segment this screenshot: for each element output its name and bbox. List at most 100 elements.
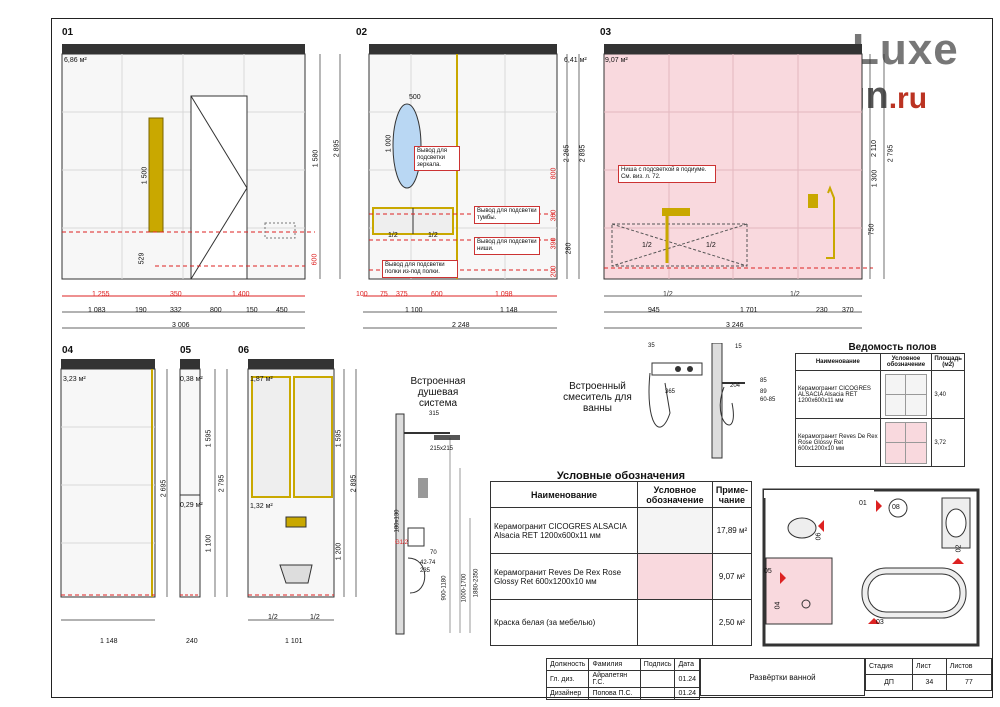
dim-06-v3: 1 200 xyxy=(335,542,343,561)
elevation-03 xyxy=(603,44,885,329)
legend-row-2-name: Керамогранит Reves De Rex Rose Glossy Re… xyxy=(489,553,639,600)
dim-02-red-3: 375 xyxy=(396,291,408,298)
dim-02-mid-2: 1 148 xyxy=(500,307,518,314)
dim-02-half-2: 1/2 xyxy=(428,232,438,239)
plan-label-01: 01 xyxy=(859,500,867,507)
dim-02-red-5: 1 098 xyxy=(495,291,513,298)
plan-label-03: 03 xyxy=(876,619,884,626)
view-label-02: 02 xyxy=(356,27,368,38)
stamp-val-sheets: 77 xyxy=(945,674,993,691)
shower-dim-10: 1880-2350 xyxy=(473,568,480,598)
stamp-title-cell: Развёртки ванной xyxy=(700,658,865,696)
view-label-01: 01 xyxy=(62,27,74,38)
dim-02-total: 2 248 xyxy=(452,322,470,329)
dim-02-v-280: 280 xyxy=(565,242,573,255)
dim-01-v-2: 529 xyxy=(138,252,146,265)
plan-label-05: 05 xyxy=(764,568,772,575)
dim-02-v-2265: 2 265 xyxy=(563,144,571,163)
shower-dim-8: 900-1180 xyxy=(441,575,448,601)
elevation-05 xyxy=(179,359,228,598)
shower-title: Встроенная душевая система xyxy=(410,376,466,409)
dim-03-red-2: 1/2 xyxy=(790,291,800,298)
plan-label-04: 04 xyxy=(774,601,782,610)
stamp-r2-sign xyxy=(639,687,676,700)
dim-02-mirror-h: 1 000 xyxy=(385,134,393,153)
stamp-r2-name: Попова П.С. xyxy=(588,687,641,700)
plan-label-02: 02 xyxy=(955,544,963,553)
legend-table: Наименование Условное обозначение Приме-… xyxy=(489,481,753,646)
mixer-dim-3: 15 xyxy=(735,344,742,350)
mixer-title: Встроенный смеситель для ванны xyxy=(563,381,632,414)
stamp-h-role: Должность xyxy=(545,658,590,671)
dim-02-mirror-w: 500 xyxy=(409,94,421,101)
shower-dim-315: 315 xyxy=(429,411,440,417)
area-03: 9,07 м² xyxy=(605,57,628,64)
view-label-03: 03 xyxy=(600,27,612,38)
shower-dim-4: G1/2 xyxy=(395,540,409,546)
dim-01-mid-4: 800 xyxy=(210,307,222,314)
stamp-r2-role: Дизайнер xyxy=(545,687,590,700)
dim-03-mid-1: 945 xyxy=(648,307,660,314)
shower-dim-7: 70 xyxy=(430,550,437,556)
legend-title: Условные обозначения xyxy=(556,470,686,482)
floors-row-2-swatch xyxy=(879,418,933,467)
floors-header-symbol: Условное обозначение xyxy=(879,353,933,371)
dim-01-mid-1: 1 083 xyxy=(88,307,106,314)
area-04: 3,23 м² xyxy=(63,376,86,383)
shower-dim-9: 1000-1700 xyxy=(461,573,468,603)
area-06: 1,87 м² xyxy=(250,376,273,383)
dim-02-half-1: 1/2 xyxy=(388,232,398,239)
dim-05-v3: 1 100 xyxy=(205,534,213,553)
view-label-05: 05 xyxy=(180,345,192,356)
note-mirror-light: Вывод для подсветки зеркала. xyxy=(414,146,460,171)
note-vanity-light: Вывод для подсветки тумбы. xyxy=(474,206,540,224)
floors-row-2-area: 3,72 xyxy=(931,418,965,467)
dim-06-v1: 1 595 xyxy=(335,429,343,448)
plan-label-06: 06 xyxy=(815,532,823,541)
dim-04-w: 1 148 xyxy=(100,638,118,645)
note-shelf-light: Вывод для подсветки полки из-под полки. xyxy=(382,260,458,278)
mixer-drawing xyxy=(648,343,745,459)
mixer-dim-6: 89 xyxy=(760,389,767,395)
legend-row-2-note: 9,07 м² xyxy=(711,553,753,600)
elevation-01 xyxy=(61,44,341,329)
mixer-dim-5: 85 xyxy=(760,378,767,384)
dim-05-v1: 1 595 xyxy=(205,429,213,448)
dim-03-red-1: 1/2 xyxy=(663,291,673,298)
stamp-col-stage: Стадия xyxy=(865,658,913,675)
floors-table: Наименование Условное обозначение Площад… xyxy=(795,353,965,467)
dim-01-red-2: 350 xyxy=(170,291,182,298)
stamp-r2-date: 01.24 xyxy=(674,687,700,700)
note-niche-light: Вывод для подсветки ниши. xyxy=(474,237,540,255)
dim-01-total: 3 006 xyxy=(172,322,190,329)
dim-06-v2: 2 895 xyxy=(350,474,358,493)
dim-03-half-b: 1/2 xyxy=(706,242,716,249)
legend-row-1-name: Керамогранит CICOGRES ALSACIA Alsacia RE… xyxy=(489,507,639,554)
stamp-r1-sign xyxy=(639,670,676,688)
shower-dim-6: 235 xyxy=(420,568,431,574)
dim-04-v: 2 695 xyxy=(160,479,168,498)
stamp-h-sign: Подпись xyxy=(639,658,676,671)
stamp-h-name: Фамилия xyxy=(588,658,641,671)
floors-header-name: Наименование xyxy=(795,353,881,371)
dim-02-red-4: 600 xyxy=(431,291,443,298)
view-label-06: 06 xyxy=(238,345,250,356)
floor-plan xyxy=(762,488,980,647)
dim-01-v-5: 600 xyxy=(311,253,319,266)
dim-02-v-360: 360 xyxy=(550,209,558,222)
dim-03-mid-4: 370 xyxy=(842,307,854,314)
area-01: 6,86 м² xyxy=(64,57,87,64)
stamp-val-stage: ДП xyxy=(865,674,913,691)
shower-dim-head: 215x215 xyxy=(430,446,454,452)
dim-02-v-2895: 2 895 xyxy=(579,144,587,163)
dim-01-mid-6: 450 xyxy=(276,307,288,314)
stamp-val-sheet: 34 xyxy=(911,674,947,691)
stamp-h-date: Дата xyxy=(674,658,700,671)
area-05b: 0,29 м² xyxy=(180,502,203,509)
area-02: 6,41 м² xyxy=(564,57,587,64)
elevation-06 xyxy=(247,359,357,621)
view-label-04: 04 xyxy=(62,345,74,356)
floors-row-1-name: Керамогранит CICOGRES ALSACIA Alsacia RE… xyxy=(795,370,881,419)
dim-02-v-200: 200 xyxy=(550,265,558,278)
